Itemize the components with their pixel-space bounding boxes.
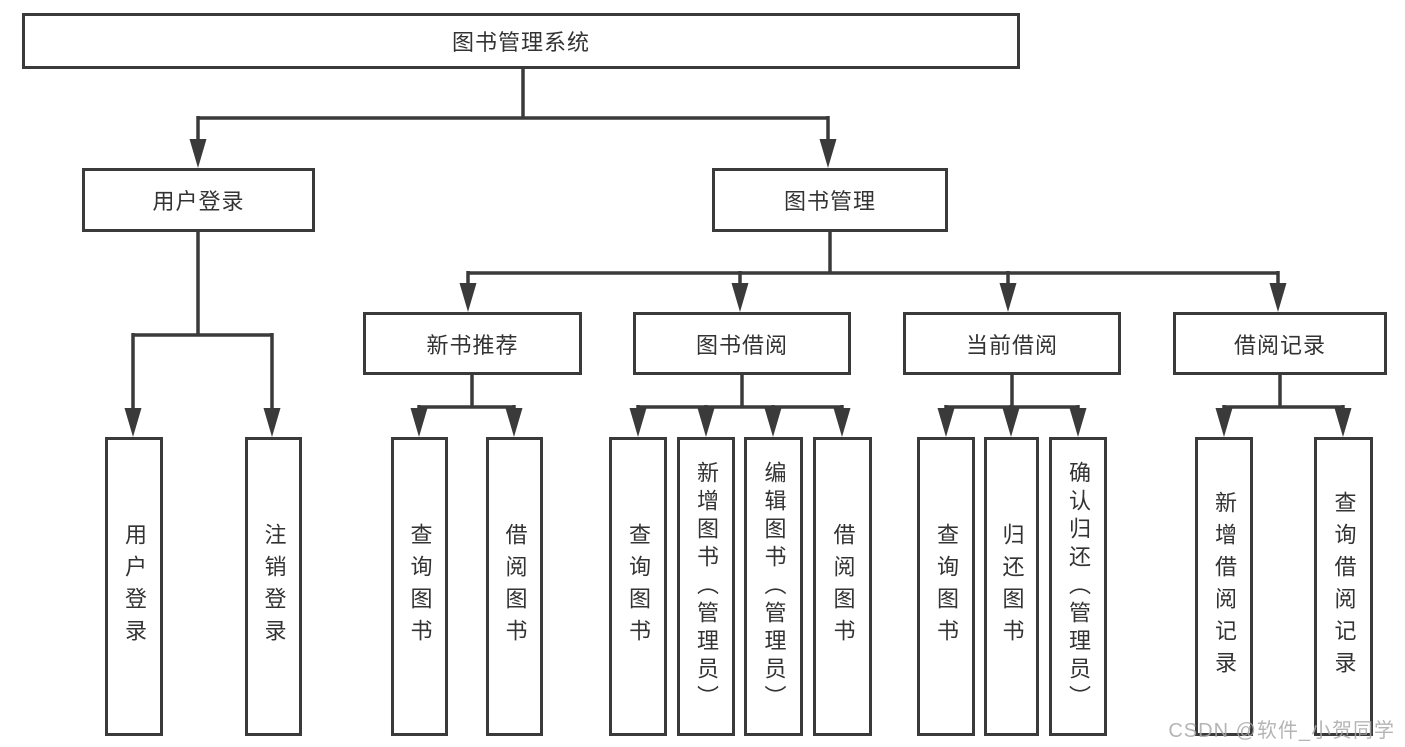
node-label: 当前借阅	[965, 332, 1058, 358]
leaf-label: 新增借阅记录	[1212, 490, 1237, 683]
node-user-login: 用户登录	[82, 168, 315, 232]
leaf-borrow-books-recommend: 借阅图书	[486, 437, 543, 736]
leaf-add-books-admin: 新增图书（管理员）	[677, 437, 735, 736]
node-label: 图书管理	[783, 189, 876, 214]
leaf-user-login: 用户登录	[105, 437, 163, 736]
leaf-borrow-books-borrowing: 借阅图书	[813, 437, 872, 736]
node-label: 图书管理系统	[451, 30, 590, 55]
leaf-label: 归还图书	[999, 522, 1025, 651]
leaf-query-books-recommend: 查询图书	[391, 437, 448, 736]
node-label: 新书推荐	[426, 332, 519, 358]
csdn-watermark: CSDN @软件_小贺同学	[1168, 720, 1395, 742]
node-label: 用户登录	[152, 189, 245, 214]
node-book-management: 图书管理	[712, 168, 948, 232]
leaf-label: 查询图书	[626, 522, 651, 651]
node-label: 图书借阅	[695, 332, 788, 358]
arrowheads	[124, 139, 1352, 437]
leaf-label: 查询图书	[934, 522, 959, 651]
leaf-confirm-return-admin: 确认归还（管理员）	[1049, 437, 1107, 736]
node-label: 借阅记录	[1233, 332, 1326, 358]
leaf-label: 编辑图书（管理员）	[761, 460, 787, 713]
leaf-query-books-borrowing: 查询图书	[609, 437, 667, 736]
leaf-return-books: 归还图书	[984, 437, 1039, 736]
leaf-label: 借阅图书	[502, 522, 528, 651]
leaf-label: 用户登录	[122, 522, 147, 651]
leaf-query-books-current: 查询图书	[917, 437, 975, 736]
node-current-borrowing: 当前借阅	[903, 312, 1121, 375]
node-new-book-recommend: 新书推荐	[363, 312, 582, 375]
node-book-borrowing: 图书借阅	[633, 312, 851, 375]
leaf-label: 确认归还（管理员）	[1066, 460, 1091, 713]
leaf-label: 查询图书	[407, 522, 433, 651]
node-borrowing-records: 借阅记录	[1173, 312, 1387, 375]
leaf-edit-books-admin: 编辑图书（管理员）	[744, 437, 803, 736]
leaf-label: 查询借阅记录	[1331, 490, 1357, 683]
leaf-label: 新增图书（管理员）	[694, 460, 719, 713]
node-library-management-system: 图书管理系统	[22, 13, 1020, 69]
leaf-label: 注销登录	[261, 522, 287, 651]
leaf-logout: 注销登录	[245, 437, 302, 736]
leaf-label: 借阅图书	[830, 522, 856, 651]
leaf-query-borrow-record: 查询借阅记录	[1314, 437, 1373, 736]
leaf-add-borrow-record: 新增借阅记录	[1195, 437, 1253, 736]
